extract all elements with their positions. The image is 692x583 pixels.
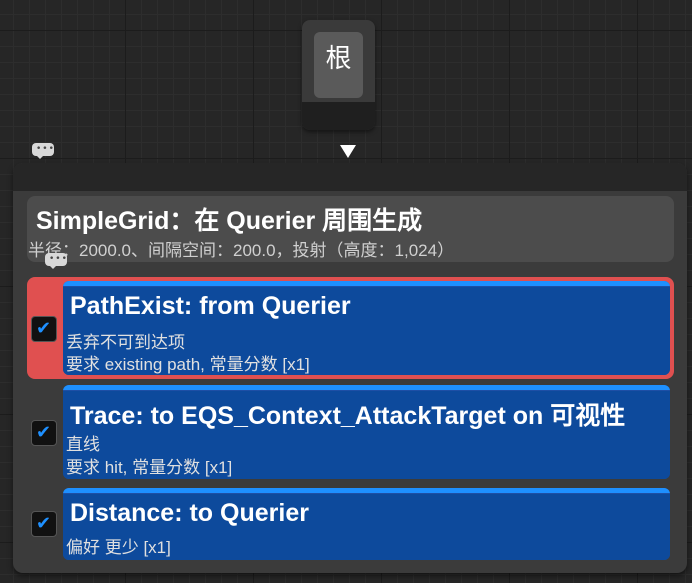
root-output-pin[interactable] [302, 102, 375, 130]
test-card-body [63, 391, 670, 479]
test-enabled-checkbox[interactable]: ✔ [31, 316, 57, 342]
test-row-pathexist[interactable]: ✔ PathExist: from Querier 丢弃不可到达项 要求 exi… [27, 277, 674, 379]
test-scoring: 要求 hit, 常量分数 [x1] [66, 458, 233, 477]
test-title: Trace: to EQS_Context_AttackTarget on 可视… [70, 402, 626, 430]
test-description: 丢弃不可到达项 [66, 333, 185, 352]
test-card-stripe [63, 281, 670, 286]
root-node-body: 根 [314, 32, 363, 98]
checkmark-icon: ✔ [36, 422, 52, 443]
generator-title: SimpleGrid：在 Querier 周围生成 [36, 207, 423, 235]
root-node[interactable]: 根 [302, 20, 375, 130]
comment-bubble-icon[interactable]: ••• [32, 143, 54, 159]
checkmark-icon: ✔ [36, 318, 52, 339]
test-card-body [63, 287, 670, 375]
test-card-stripe [63, 385, 670, 390]
test-card[interactable]: Distance: to Querier 偏好 更少 [x1] [63, 488, 670, 560]
test-description: 偏好 更少 [x1] [66, 538, 171, 557]
test-row-trace[interactable]: ✔ Trace: to EQS_Context_AttackTarget on … [27, 385, 674, 481]
generator-subtitle: 半径：2000.0、间隔空间：200.0，投射（高度：1,024） [28, 241, 455, 260]
test-title: Distance: to Querier [70, 499, 309, 527]
test-card-stripe [63, 488, 670, 493]
test-enabled-checkbox[interactable]: ✔ [31, 420, 57, 446]
generator-header[interactable]: SimpleGrid：在 Querier 周围生成 半径：2000.0、间隔空间… [27, 196, 674, 262]
test-row-distance[interactable]: ✔ Distance: to Querier 偏好 更少 [x1] [27, 488, 674, 563]
eqs-query-node[interactable]: SimpleGrid：在 Querier 周围生成 半径：2000.0、间隔空间… [13, 163, 687, 573]
test-title: PathExist: from Querier [70, 292, 351, 320]
test-card[interactable]: PathExist: from Querier 丢弃不可到达项 要求 exist… [63, 281, 670, 375]
root-node-label: 根 [325, 44, 352, 74]
comment-bubble-icon[interactable]: ••• [45, 253, 67, 269]
test-description: 直线 [66, 435, 100, 454]
test-card-body [63, 494, 670, 560]
arrow-down-icon [340, 145, 356, 158]
test-card[interactable]: Trace: to EQS_Context_AttackTarget on 可视… [63, 385, 670, 479]
checkmark-icon: ✔ [36, 513, 52, 534]
test-scoring: 要求 existing path, 常量分数 [x1] [66, 355, 310, 374]
test-enabled-checkbox[interactable]: ✔ [31, 511, 57, 537]
node-input-pin[interactable] [13, 163, 687, 191]
